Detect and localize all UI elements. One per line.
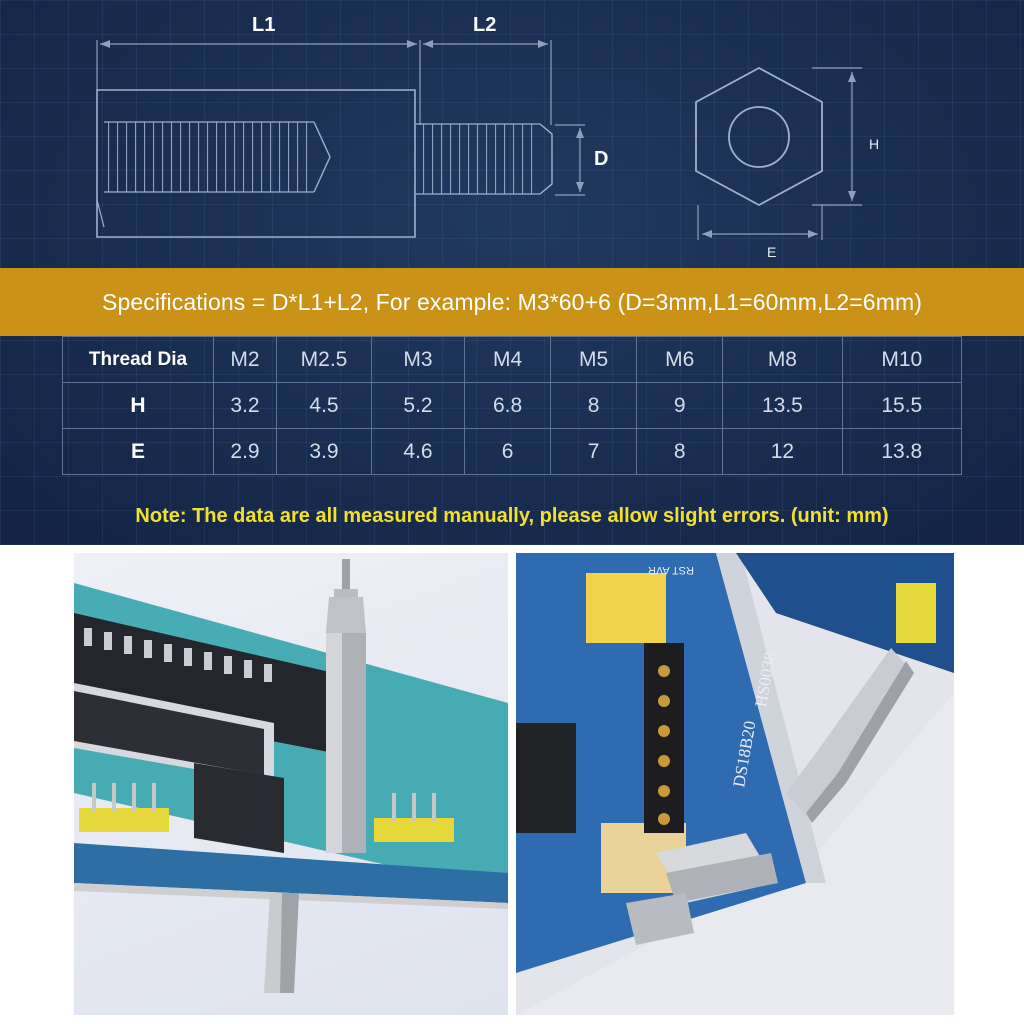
row-header: Thread Dia [62,336,214,383]
table-cell: 15.5 [841,382,963,429]
table-cell: 4.5 [276,382,372,429]
table-cell: 6.8 [463,382,552,429]
table-cell: 7 [550,428,638,475]
table-cell: 13.5 [722,382,843,429]
note-text: Note: The data are all measured manually… [135,505,889,527]
table-cell: 6 [463,428,552,475]
table-row-e: E 2.9 3.9 4.6 6 7 8 12 13.8 [62,428,963,475]
table-cell: M2 [213,336,277,383]
table-cell: 8 [636,428,724,475]
photo-right-illustration: DS18B20 HS0038 RST AVR [516,553,954,1015]
label-d: D [594,148,609,170]
pcb-label-rst-avr: RST AVR [648,564,694,576]
label-l2: L2 [473,14,497,36]
spec-banner: Specifications = D*L1+L2, For example: M… [0,268,1024,336]
label-l1: L1 [252,14,276,36]
standoff-drawing [96,40,862,240]
table-cell: 4.6 [371,428,465,475]
spec-table: Thread Dia M2 M2.5 M3 M4 M5 M6 M8 M10 H … [62,336,963,475]
hexagon-end-view [695,66,823,207]
photo-right: DS18B20 HS0038 RST AVR [516,553,954,1015]
table-cell: 9 [636,382,724,429]
label-e: E [767,244,777,260]
table-cell: 12 [722,428,843,475]
table-cell: 8 [550,382,638,429]
row-header: E [62,428,214,475]
table-cell: M2.5 [276,336,372,383]
table-cell: M6 [636,336,724,383]
spec-formula-text: Specifications = D*L1+L2, For example: M… [102,288,922,315]
table-cell: M8 [722,336,843,383]
table-cell: 5.2 [371,382,465,429]
table-row-thread-dia: Thread Dia M2 M2.5 M3 M4 M5 M6 M8 M10 [62,336,963,383]
label-h: H [869,136,880,152]
table-cell: 2.9 [213,428,277,475]
table-cell: M4 [463,336,552,383]
row-header: H [62,382,214,429]
table-cell: M5 [550,336,638,383]
table-cell: M3 [371,336,465,383]
table-cell: M10 [841,336,963,383]
table-cell: 3.2 [213,382,277,429]
standoff-side-view [96,89,553,238]
table-row-h: H 3.2 4.5 5.2 6.8 8 9 13.5 15.5 [62,382,963,429]
table-cell: 3.9 [276,428,372,475]
photo-left [74,553,508,1015]
table-cell: 13.8 [841,428,963,475]
photo-left-illustration [74,559,508,993]
